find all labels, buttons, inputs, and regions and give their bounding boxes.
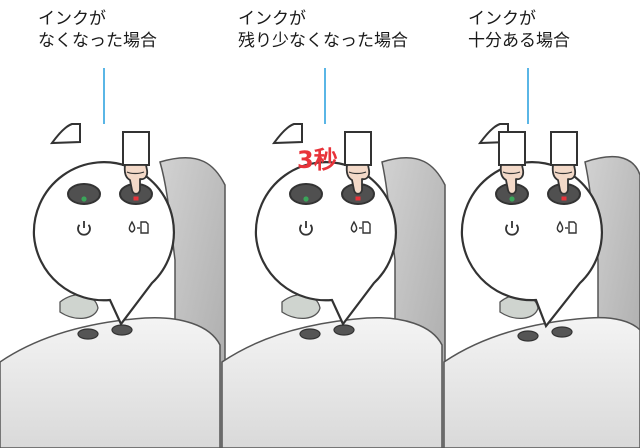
panel-ink-out	[0, 68, 226, 448]
printer-button-power	[517, 330, 539, 342]
caption-ink-low: インクが 残り少なくなった場合	[238, 8, 408, 52]
caption-line-2: なくなった場合	[38, 31, 157, 51]
caption-line-1: インクが	[468, 9, 536, 29]
printer-body	[221, 316, 443, 448]
caption-line-2: 十分ある場合	[468, 31, 570, 51]
printer-button-ink	[333, 324, 355, 336]
caption-ink-out: インクが なくなった場合	[38, 8, 157, 52]
hold-duration-badge: 3秒	[297, 146, 338, 174]
printer-body	[0, 316, 221, 448]
panel-ink-enough	[443, 68, 640, 448]
caption-line-1: インクが	[238, 9, 306, 29]
caption-ink-enough: インクが 十分ある場合	[468, 8, 570, 52]
panel-ink-low: 3秒	[221, 68, 446, 448]
printer-button-power	[299, 328, 321, 340]
callout-bubble	[32, 161, 175, 327]
callout-bubble	[254, 161, 397, 327]
printer-button-ink	[551, 326, 573, 338]
caption-line-1: インクが	[38, 9, 106, 29]
printer-button-power	[77, 328, 99, 340]
printer-button-ink	[111, 324, 133, 336]
caption-line-2: 残り少なくなった場合	[238, 31, 408, 51]
printer-body	[443, 316, 640, 448]
